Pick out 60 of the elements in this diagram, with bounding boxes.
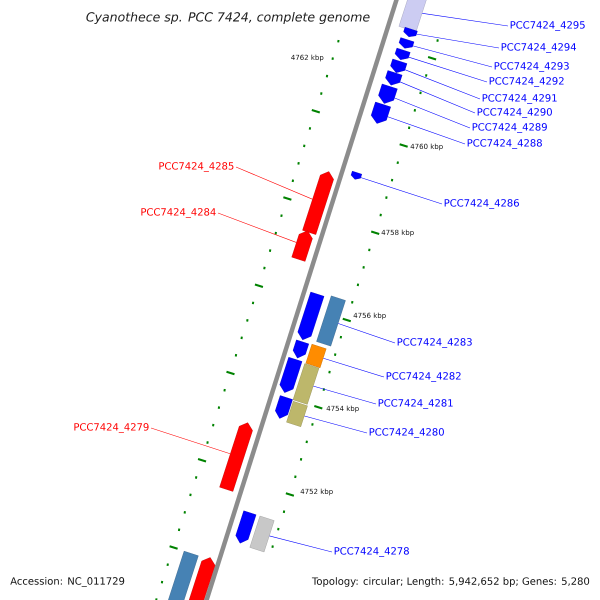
gene-block [350, 170, 362, 180]
leader-line [394, 98, 470, 128]
gene-label: PCC7424_4283 [398, 338, 472, 348]
leader-line [412, 46, 492, 68]
gene-label: PCC7424_4284 [141, 208, 216, 218]
leader-line [387, 116, 466, 144]
gene-block [398, 37, 414, 48]
leader-line [400, 82, 476, 114]
gene-block [394, 48, 410, 60]
gene-block [292, 230, 313, 262]
leader-line [269, 536, 332, 552]
leader-line [422, 13, 508, 26]
info-text: Topology: circular; Length: 5,942,652 bp; Genes: 5,280 [312, 577, 590, 587]
leader-line [338, 323, 396, 344]
gene-label: PCC7424_4294 [502, 43, 576, 53]
title: Cyanothece sp. PCC 7424, complete genome [86, 12, 370, 24]
gene-block [275, 395, 293, 419]
leader-line [236, 166, 313, 200]
gene-label: PCC7424_4280 [370, 428, 444, 438]
leader-line [313, 386, 376, 404]
leader-line [150, 428, 230, 454]
leader-line [218, 212, 297, 243]
leader-line [323, 358, 384, 378]
gene-block [390, 58, 408, 73]
gene-block [165, 550, 199, 600]
gene-block [292, 363, 320, 405]
gene-label: PCC7424_4281 [378, 399, 453, 409]
gene-label: PCC7424_4278 [334, 547, 409, 557]
leader-line [408, 56, 488, 82]
gene-block [236, 510, 256, 544]
gene-block [280, 357, 302, 393]
gene-label: PCC7424_4279 [74, 423, 149, 433]
leader-line [404, 70, 480, 100]
gene-label: PCC7424_4282 [386, 372, 461, 382]
gene-block [306, 344, 326, 368]
gene-label: PCC7424_4285 [159, 162, 234, 172]
gene-label: PCC7424_4295 [510, 21, 585, 31]
leader-line [360, 177, 442, 204]
gene-label: PCC7424_4288 [468, 139, 542, 149]
gene-block [370, 102, 391, 124]
gene-label: PCC7424_4292 [490, 77, 564, 87]
gene-block [403, 27, 418, 37]
gene-block [286, 401, 308, 427]
info-text: Accession: NC_011729 [10, 577, 124, 587]
gene-block [298, 292, 324, 340]
gene-label: PCC7424_4290 [478, 108, 552, 118]
gene-block [219, 422, 253, 492]
gene-block [250, 516, 274, 552]
gene-block [316, 296, 346, 346]
gene-block [292, 340, 309, 358]
gene-label: PCC7424_4291 [482, 94, 557, 104]
gene-block [378, 84, 398, 104]
gene-block [302, 171, 334, 235]
gene-block [385, 70, 402, 86]
leader-line [416, 34, 500, 48]
gene-block [398, 0, 428, 32]
gene-label: PCC7424_4289 [472, 123, 547, 133]
gene-label: PCC7424_4286 [444, 199, 519, 209]
leader-line [304, 416, 368, 434]
gene-label: PCC7424_4293 [494, 62, 569, 72]
